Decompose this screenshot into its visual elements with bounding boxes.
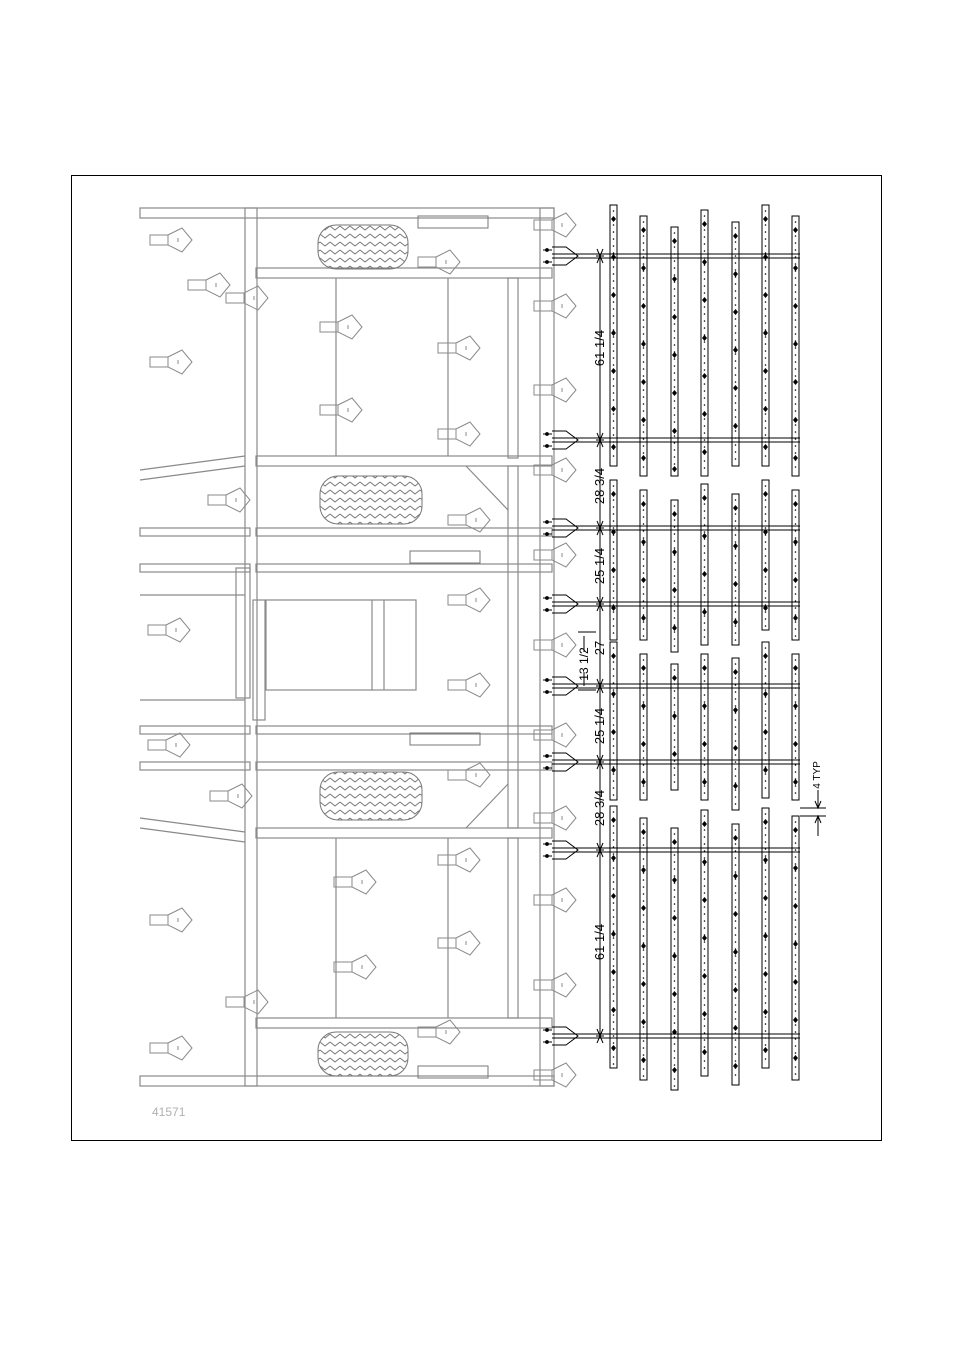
shank — [320, 398, 362, 422]
hitch-bracket — [543, 1027, 578, 1045]
tine-bar — [732, 494, 739, 645]
tine-bar — [792, 816, 799, 1080]
shank — [448, 763, 490, 787]
shank — [148, 733, 190, 757]
tine-bar — [732, 658, 739, 810]
hitch-bracket — [543, 841, 578, 859]
dim-lower-mid: 28 3/4 — [592, 790, 607, 826]
harrow-hitch-connections — [543, 247, 578, 1045]
shank-assemblies — [148, 213, 576, 1087]
hitch-bracket — [543, 595, 578, 613]
shank — [150, 350, 192, 374]
tine-bar — [762, 205, 769, 466]
dim-outer-bottom: 61 1/4 — [592, 924, 607, 960]
shank — [438, 848, 480, 872]
shank — [320, 315, 362, 339]
wheel-lower-center — [320, 772, 422, 820]
shank — [418, 1020, 460, 1044]
shank — [210, 784, 252, 808]
dim-offset: 13 1/2 — [577, 647, 591, 681]
hitch-bracket — [543, 431, 578, 449]
shank — [438, 422, 480, 446]
shank — [448, 673, 490, 697]
tine-bar — [640, 654, 647, 800]
shank — [438, 336, 480, 360]
tine-bar — [792, 216, 799, 476]
tine-bar — [671, 500, 678, 652]
dim-typical-spacing: 4 TYP — [812, 761, 823, 789]
tine-bar — [610, 642, 617, 800]
hitch-bracket — [543, 247, 578, 265]
dim-inner-lower: 25 1/4 — [592, 708, 607, 744]
shank — [334, 955, 376, 979]
tine-bar — [610, 806, 617, 1068]
dim-upper-mid: 28 3/4 — [592, 468, 607, 504]
dim-center: 27 — [592, 641, 607, 655]
shank — [150, 1036, 192, 1060]
hydraulic-cylinders — [410, 216, 488, 1078]
tine-bar — [732, 222, 739, 466]
shank — [438, 931, 480, 955]
shank — [448, 588, 490, 612]
wheel-bottom — [318, 1032, 408, 1076]
shank — [334, 870, 376, 894]
dim-outer-top: 61 1/4 — [592, 330, 607, 366]
tine-bar — [762, 480, 769, 630]
shank — [150, 228, 192, 252]
shank — [188, 273, 230, 297]
wheel-top — [318, 225, 408, 269]
tine-bar — [792, 654, 799, 800]
hitch-bracket — [543, 677, 578, 695]
tine-bar — [610, 480, 617, 640]
tine-bar — [732, 824, 739, 1085]
tine-bar — [640, 490, 647, 640]
harrow-tine-bars — [610, 205, 799, 1090]
shank — [226, 990, 268, 1014]
shank — [150, 908, 192, 932]
tine-bar — [640, 818, 647, 1080]
shank — [226, 286, 268, 310]
figure-number: 41571 — [152, 1105, 186, 1119]
tine-bar — [610, 205, 617, 466]
tine-bar — [671, 227, 678, 476]
shank — [148, 618, 190, 642]
tine-bar — [762, 808, 769, 1068]
wheel-upper-center — [320, 476, 422, 524]
shank — [418, 250, 460, 274]
tine-bar — [671, 664, 678, 790]
tine-bar — [701, 810, 708, 1076]
shank — [208, 488, 250, 512]
dim-inner-upper: 25 1/4 — [592, 548, 607, 584]
tine-bar — [640, 216, 647, 476]
tine-bar — [671, 828, 678, 1090]
tine-bar — [701, 654, 708, 800]
tine-bar — [762, 642, 769, 798]
tine-bar — [701, 484, 708, 645]
tine-bar — [792, 490, 799, 640]
machine-frame — [140, 208, 554, 1086]
tine-bar — [701, 210, 708, 476]
